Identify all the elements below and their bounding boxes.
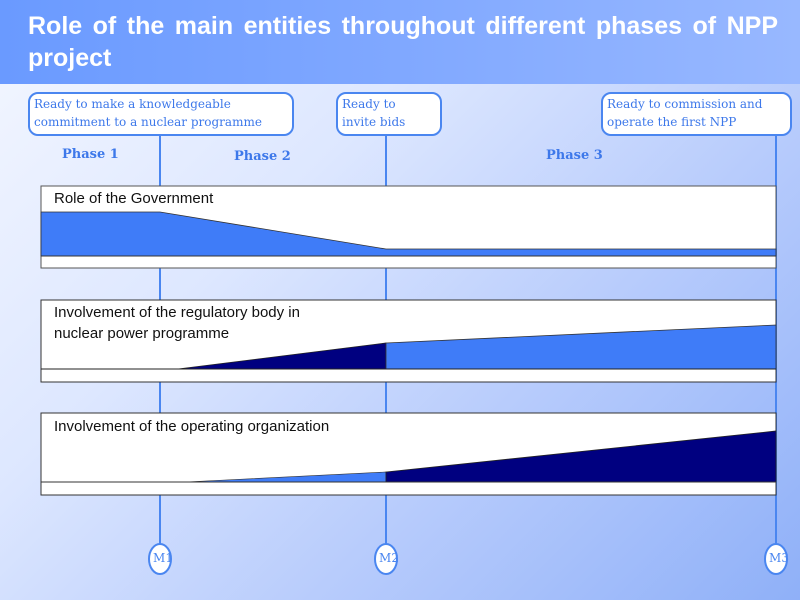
milestone-marker-m1 bbox=[148, 543, 172, 575]
milestone-label-m3: M3 bbox=[769, 551, 789, 565]
panel-government-label: Role of the Government bbox=[54, 188, 213, 209]
panel-operating-label: Involvement of the operating organizatio… bbox=[54, 416, 329, 437]
page-title: Role of the main entities throughout dif… bbox=[28, 12, 778, 72]
panel-government-label-line-1: Role of the Government bbox=[54, 190, 214, 207]
callout-m3-line-1: Ready to commission and bbox=[607, 97, 763, 111]
callout-m3-line-2: operate the first NPP bbox=[607, 115, 737, 129]
milestone-label-m1: M1 bbox=[153, 551, 173, 565]
milestone-marker-m3 bbox=[764, 543, 788, 575]
phase-label-3: Phase 3 bbox=[546, 148, 603, 163]
milestone-callout-m3: Ready to commission and operate the firs… bbox=[601, 92, 792, 136]
callout-m2-line-2: invite bids bbox=[342, 115, 406, 129]
milestone-marker-m2 bbox=[374, 543, 398, 575]
title-banner bbox=[0, 0, 800, 84]
panel-government bbox=[40, 185, 777, 269]
callout-m1-line-1: Ready to make a knowledgeable bbox=[34, 97, 231, 111]
panel-regulatory-label-line-2: nuclear power programme bbox=[54, 325, 230, 342]
panel-regulatory bbox=[40, 299, 777, 383]
milestone-callout-m2: Ready to invite bids bbox=[336, 92, 442, 136]
panel-regulatory-label: Involvement of the regulatory body in nu… bbox=[54, 302, 300, 344]
panel-regulatory-label-line-1: Involvement of the regulatory body in bbox=[54, 304, 300, 321]
callout-m1-line-2: commitment to a nuclear programme bbox=[34, 115, 262, 129]
phase-label-2: Phase 2 bbox=[234, 149, 291, 164]
panel-operating-label-line-1: Involvement of the operating organizatio… bbox=[54, 418, 330, 435]
callout-m2-line-1: Ready to bbox=[342, 97, 396, 111]
panel-operating bbox=[40, 412, 777, 496]
milestone-label-m2: M2 bbox=[379, 551, 399, 565]
phase-label-1: Phase 1 bbox=[62, 147, 119, 162]
milestone-callout-m1: Ready to make a knowledgeable commitment… bbox=[28, 92, 294, 136]
